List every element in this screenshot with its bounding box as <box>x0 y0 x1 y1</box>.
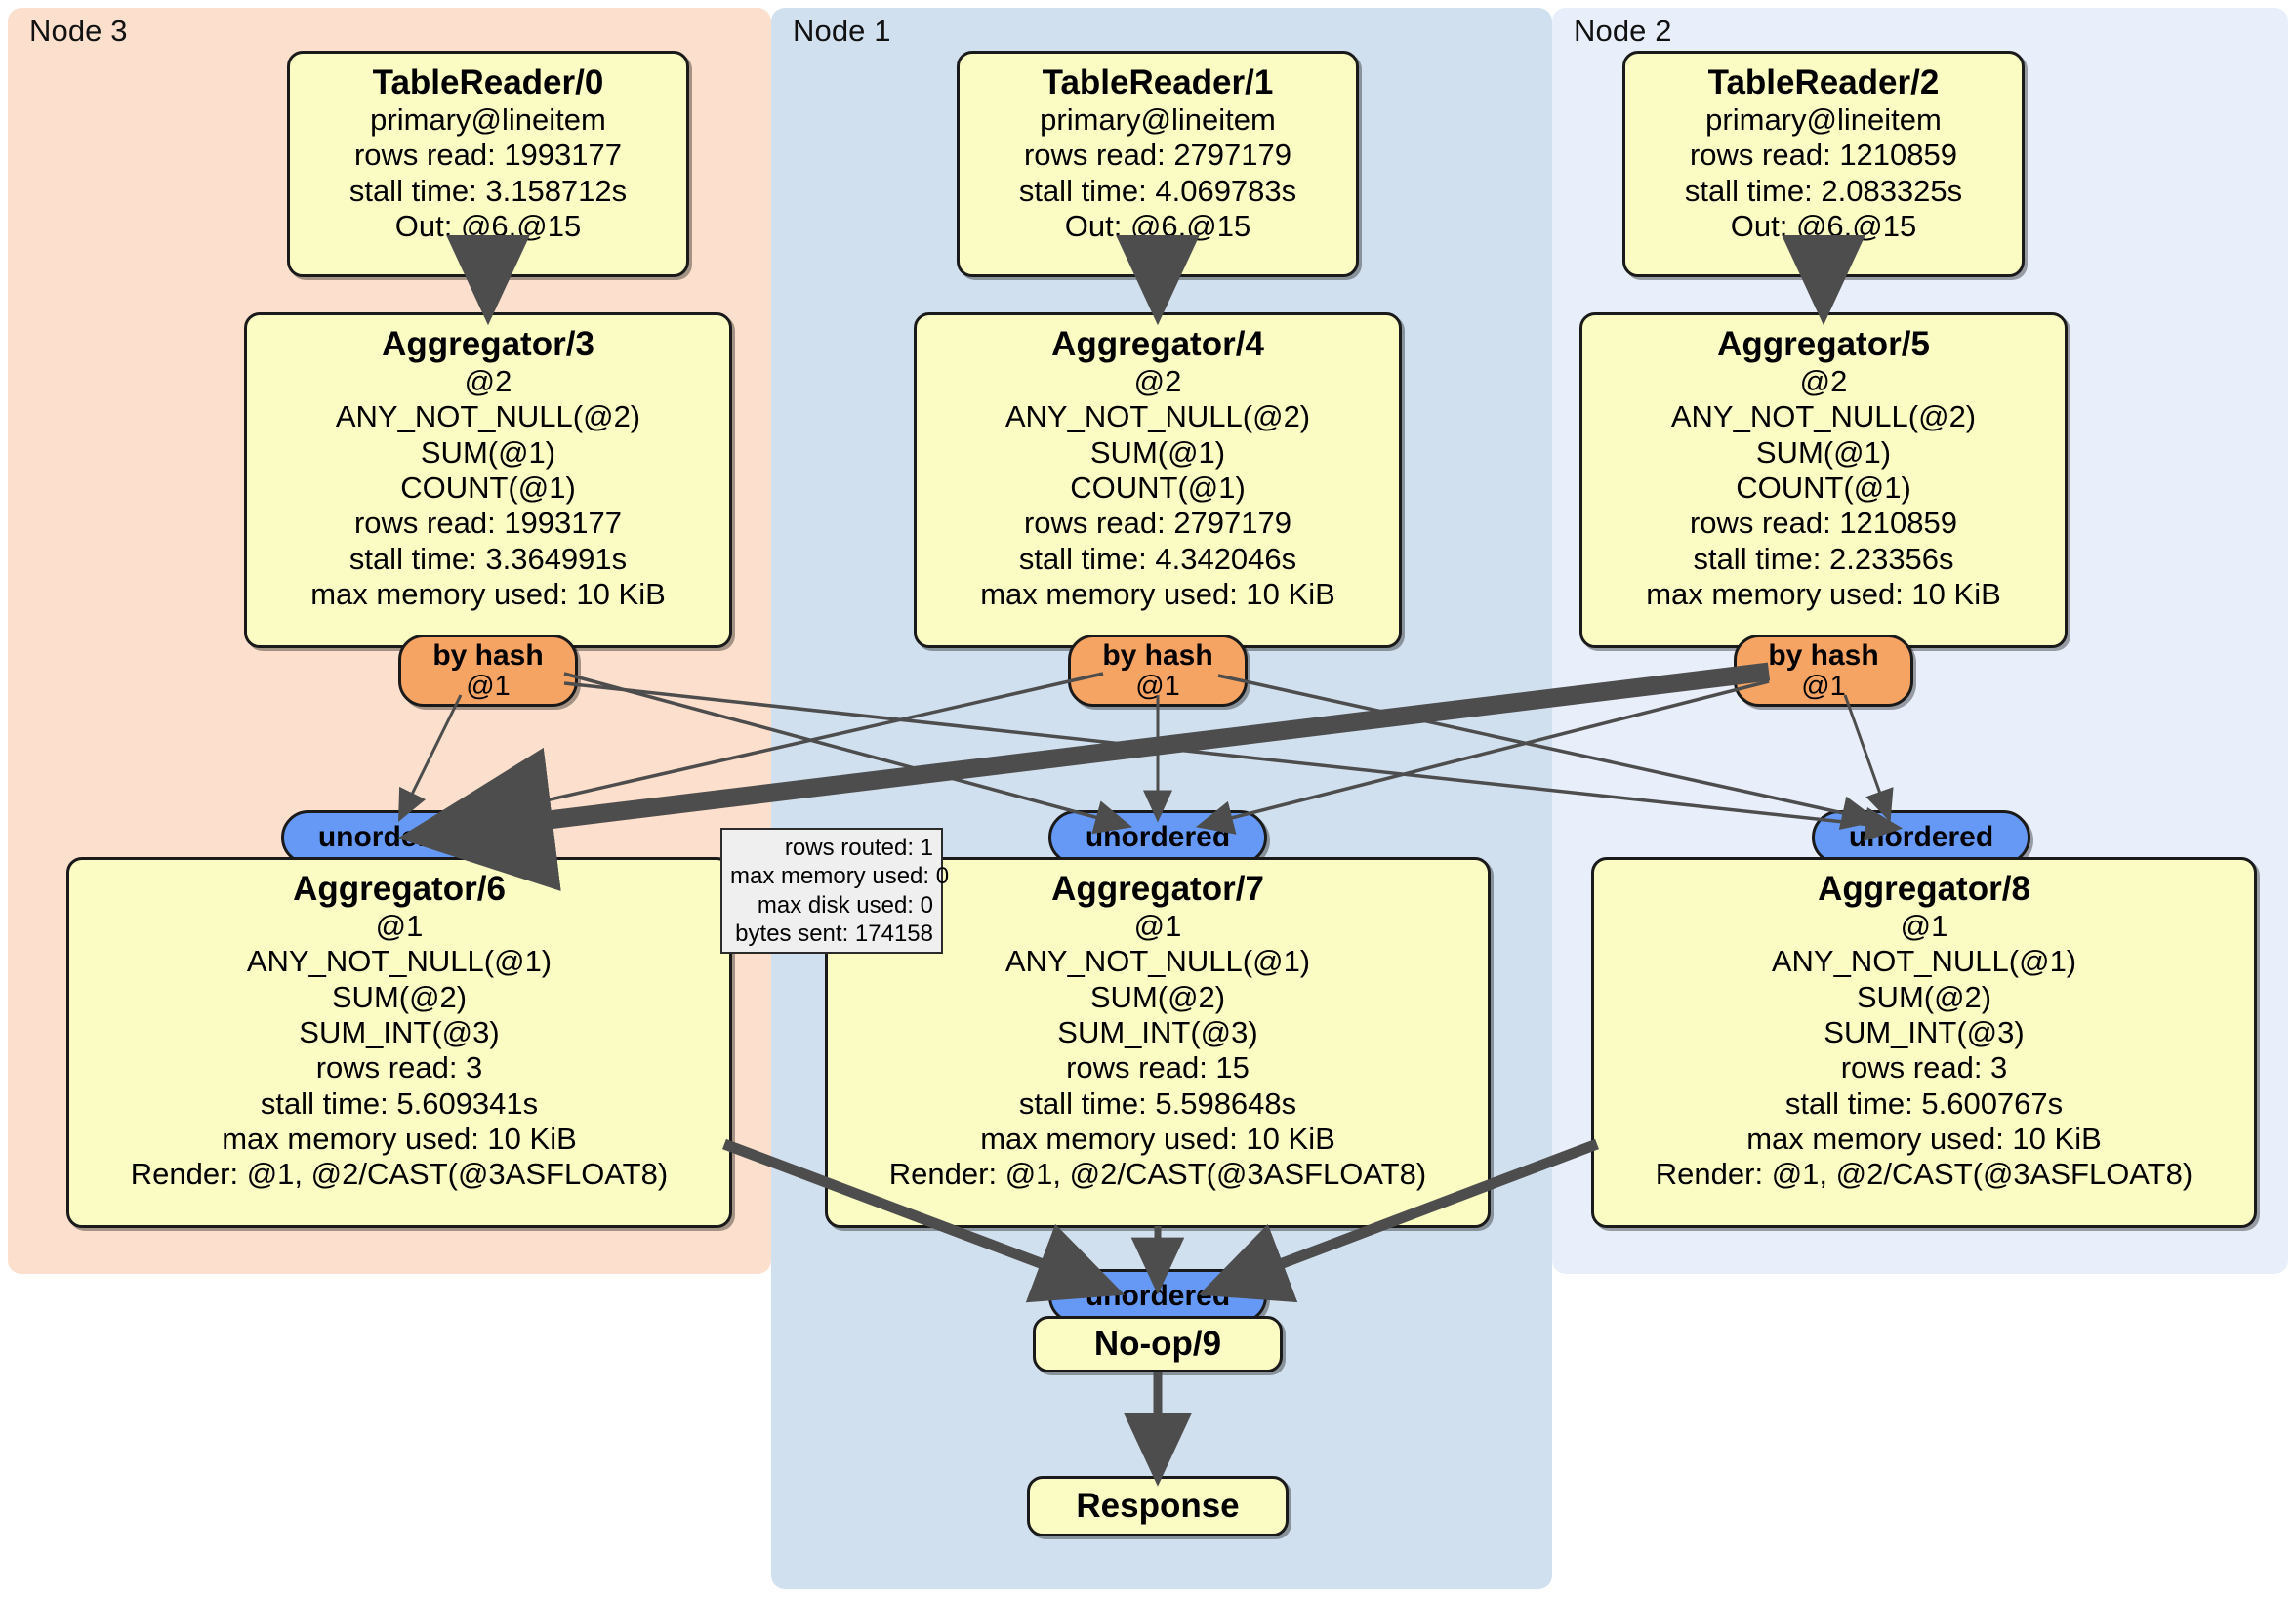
operator-detail: SUM(@2) <box>1856 979 1992 1014</box>
operator-title: Aggregator/6 <box>293 870 506 908</box>
operator-aggregator-4[interactable]: Aggregator/4 @2 ANY_NOT_NULL(@2) SUM(@1)… <box>914 312 1402 648</box>
operator-detail: ANY_NOT_NULL(@1) <box>246 944 553 979</box>
operator-response[interactable]: Response <box>1027 1476 1289 1536</box>
stat-max-disk-used: max disk used: 0 <box>757 891 933 919</box>
operator-aggregator-6[interactable]: Aggregator/6 @1 ANY_NOT_NULL(@1) SUM(@2)… <box>66 857 732 1228</box>
operator-detail: primary@lineitem <box>1040 102 1276 138</box>
operator-detail: Out: @6,@15 <box>394 208 582 243</box>
operator-detail: ANY_NOT_NULL(@1) <box>1004 944 1311 979</box>
operator-detail: stall time: 3.364991s <box>348 541 628 576</box>
operator-detail: rows read: 1993177 <box>353 506 623 541</box>
operator-title: Aggregator/5 <box>1717 325 1930 363</box>
operator-detail: ANY_NOT_NULL(@1) <box>1771 944 2077 979</box>
unordered-label: unordered <box>317 821 464 854</box>
router-stats-box: rows routed: 1 max memory used: 0 max di… <box>720 828 950 955</box>
operator-table-reader-1[interactable]: TableReader/1 primary@lineitem rows read… <box>957 51 1359 277</box>
operator-title: TableReader/0 <box>372 63 604 102</box>
hash-router-node-1[interactable]: by hash @1 <box>1068 635 1248 707</box>
operator-detail: max memory used: 10 KiB <box>310 576 666 611</box>
operator-detail: SUM_INT(@3) <box>1057 1014 1258 1049</box>
stat-max-memory-used: max memory used: 0 <box>730 863 950 890</box>
stat-rows-routed: rows routed: 1 <box>784 835 933 861</box>
operator-title: Aggregator/4 <box>1051 325 1264 363</box>
operator-table-reader-0[interactable]: TableReader/0 primary@lineitem rows read… <box>287 51 689 277</box>
operator-detail: max memory used: 10 KiB <box>222 1121 577 1156</box>
operator-title: Response <box>1076 1486 1240 1525</box>
operator-detail: ANY_NOT_NULL(@2) <box>1670 399 1977 434</box>
operator-aggregator-8[interactable]: Aggregator/8 @1 ANY_NOT_NULL(@1) SUM(@2)… <box>1591 857 2257 1228</box>
operator-detail: Out: @6,@15 <box>1730 208 1917 243</box>
operator-detail: SUM(@2) <box>331 979 468 1014</box>
unordered-label: unordered <box>1085 821 1231 854</box>
operator-aggregator-3[interactable]: Aggregator/3 @2 ANY_NOT_NULL(@2) SUM(@1)… <box>244 312 732 648</box>
operator-detail: Render: @1, @2/CAST(@3ASFLOAT8) <box>1655 1157 2194 1192</box>
operator-detail: SUM_INT(@3) <box>1824 1014 2025 1049</box>
operator-detail: @1 <box>1900 909 1948 944</box>
operator-detail: SUM(@1) <box>420 434 556 470</box>
panel-label-node-2: Node 2 <box>1574 14 1672 48</box>
operator-detail: rows read: 1210859 <box>1689 138 1958 173</box>
operator-detail: stall time: 5.600767s <box>1784 1085 2064 1121</box>
hash-router-node-3[interactable]: by hash @1 <box>398 635 578 707</box>
operator-detail: stall time: 5.598648s <box>1018 1085 1297 1121</box>
operator-detail: @2 <box>464 364 512 399</box>
operator-detail: stall time: 3.158712s <box>348 173 628 208</box>
operator-no-op-9[interactable]: No-op/9 <box>1033 1316 1283 1372</box>
operator-detail: ANY_NOT_NULL(@2) <box>1004 399 1311 434</box>
operator-detail: stall time: 2.083325s <box>1684 173 1963 208</box>
operator-detail: max memory used: 10 KiB <box>1646 576 2001 611</box>
operator-detail: stall time: 4.069783s <box>1018 173 1297 208</box>
operator-detail: rows read: 2797179 <box>1023 506 1292 541</box>
operator-detail: @2 <box>1799 364 1848 399</box>
operator-detail: Out: @6,@15 <box>1064 208 1251 243</box>
unordered-label: unordered <box>1848 821 1994 854</box>
panel-label-node-1: Node 1 <box>793 14 891 48</box>
operator-detail: max memory used: 10 KiB <box>980 576 1335 611</box>
operator-detail: stall time: 2.23356s <box>1693 541 1954 576</box>
operator-detail: rows read: 1993177 <box>353 138 623 173</box>
operator-detail: @1 <box>375 909 424 944</box>
unordered-label: unordered <box>1085 1280 1231 1313</box>
operator-detail: @1 <box>1133 909 1182 944</box>
operator-title: Aggregator/8 <box>1818 870 2030 908</box>
operator-detail: Render: @1, @2/CAST(@3ASFLOAT8) <box>888 1157 1427 1192</box>
hash-router-label: by hash <box>1768 639 1879 673</box>
operator-title: Aggregator/3 <box>382 325 594 363</box>
hash-router-label: by hash <box>1102 639 1213 673</box>
hash-router-column: @1 <box>1135 670 1180 702</box>
operator-title: Aggregator/7 <box>1051 870 1264 908</box>
operator-detail: SUM(@1) <box>1755 434 1892 470</box>
operator-table-reader-2[interactable]: TableReader/2 primary@lineitem rows read… <box>1622 51 2025 277</box>
stat-bytes-sent: bytes sent: 174158 <box>735 920 933 947</box>
hash-router-label: by hash <box>432 639 544 673</box>
panel-label-node-3: Node 3 <box>29 14 128 48</box>
operator-aggregator-5[interactable]: Aggregator/5 @2 ANY_NOT_NULL(@2) SUM(@1)… <box>1579 312 2068 648</box>
operator-detail: max memory used: 10 KiB <box>1746 1121 2102 1156</box>
hash-router-column: @1 <box>466 670 511 702</box>
operator-detail: COUNT(@1) <box>400 470 576 505</box>
operator-detail: rows read: 2797179 <box>1023 138 1292 173</box>
operator-detail: SUM(@2) <box>1089 979 1226 1014</box>
operator-detail: rows read: 3 <box>315 1050 483 1085</box>
operator-detail: SUM_INT(@3) <box>299 1014 500 1049</box>
operator-detail: stall time: 5.609341s <box>260 1085 539 1121</box>
operator-title: No-op/9 <box>1093 1324 1222 1363</box>
hash-router-node-2[interactable]: by hash @1 <box>1734 635 1913 707</box>
operator-detail: ANY_NOT_NULL(@2) <box>335 399 641 434</box>
operator-detail: rows read: 3 <box>1840 1050 2008 1085</box>
operator-detail: primary@lineitem <box>370 102 606 138</box>
operator-detail: rows read: 1210859 <box>1689 506 1958 541</box>
operator-detail: stall time: 4.342046s <box>1018 541 1297 576</box>
operator-title: TableReader/2 <box>1707 63 1940 102</box>
hash-router-column: @1 <box>1801 670 1846 702</box>
operator-detail: rows read: 15 <box>1066 1050 1250 1085</box>
operator-detail: Render: @1, @2/CAST(@3ASFLOAT8) <box>130 1157 669 1192</box>
operator-title: TableReader/1 <box>1042 63 1274 102</box>
operator-detail: max memory used: 10 KiB <box>980 1121 1335 1156</box>
operator-detail: COUNT(@1) <box>1070 470 1246 505</box>
operator-detail: COUNT(@1) <box>1736 470 1911 505</box>
operator-detail: primary@lineitem <box>1705 102 1942 138</box>
operator-detail: @2 <box>1133 364 1182 399</box>
operator-detail: SUM(@1) <box>1089 434 1226 470</box>
